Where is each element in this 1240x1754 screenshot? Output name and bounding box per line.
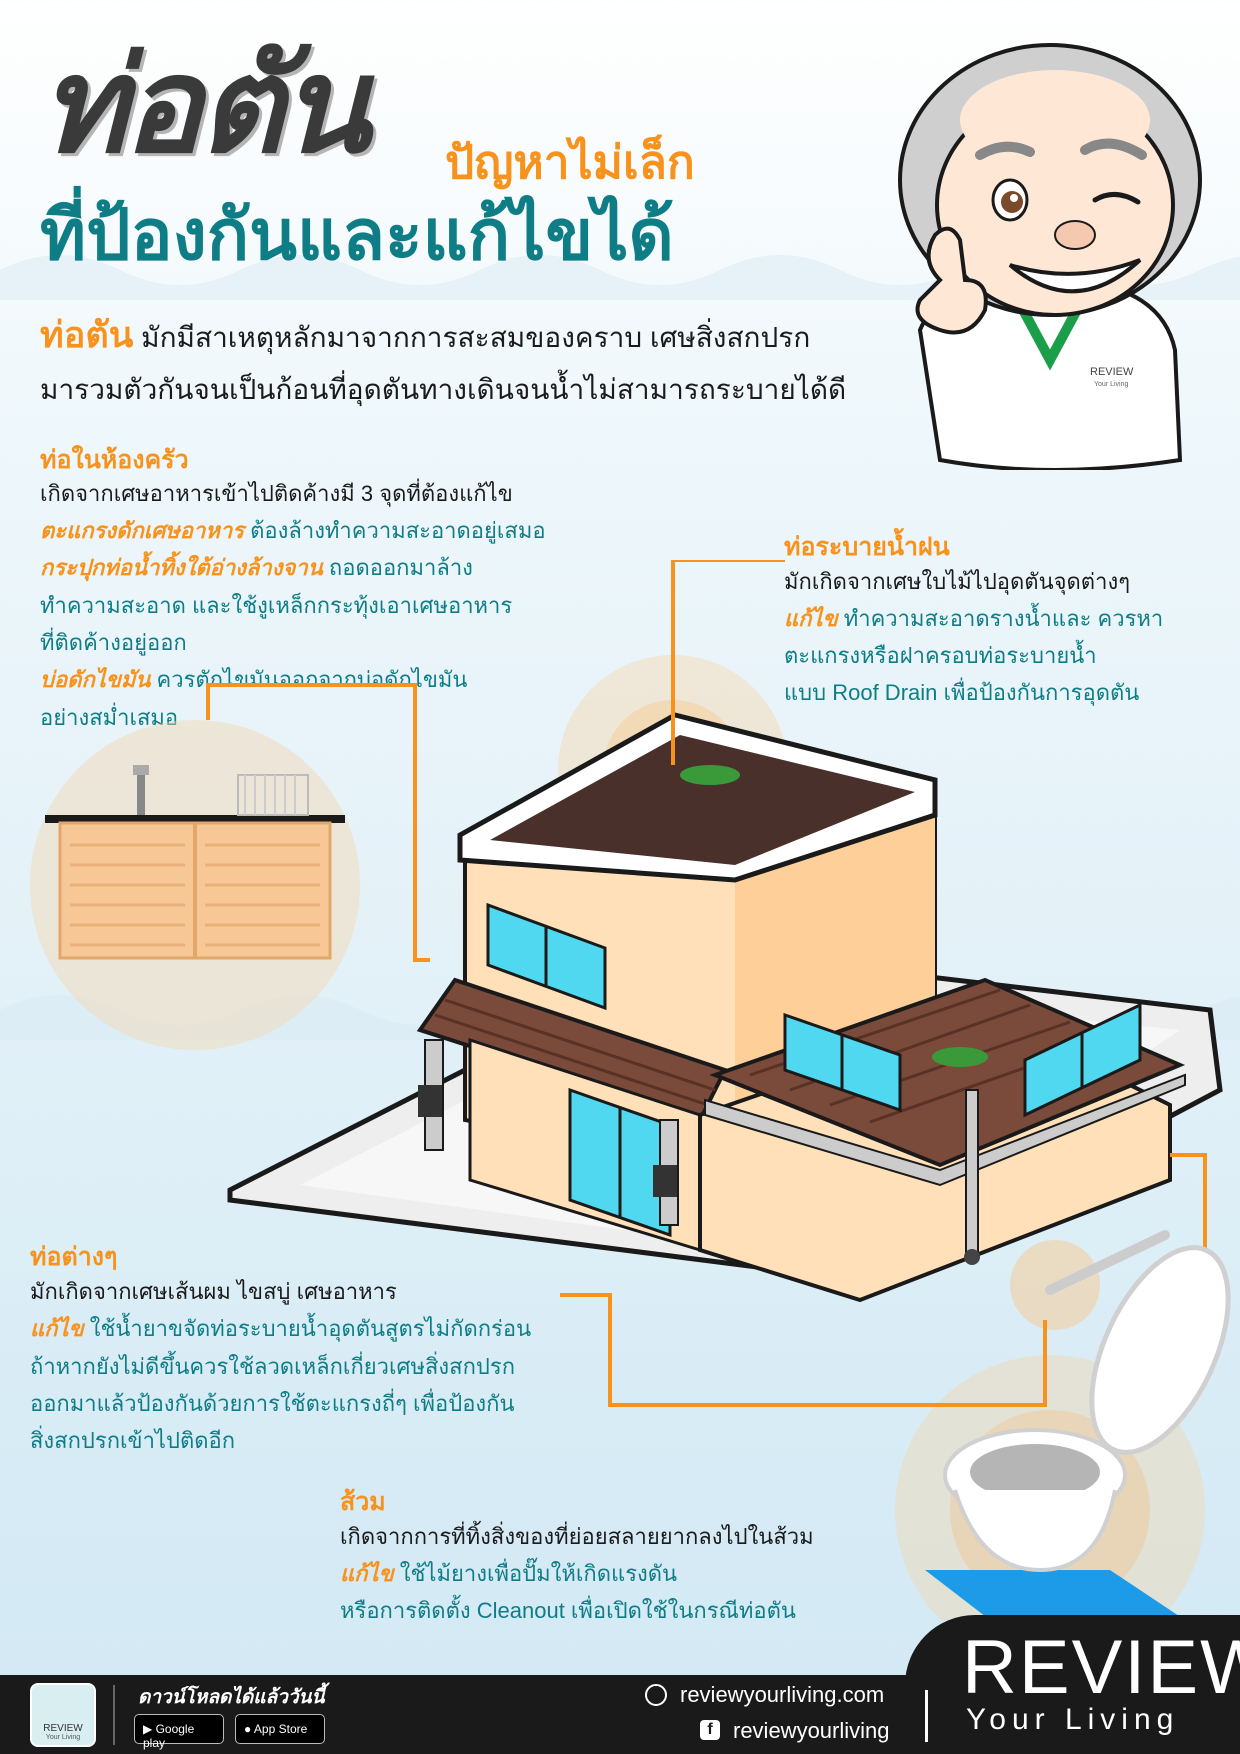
play-icon: ▶ <box>143 1722 156 1736</box>
misc-line-5: สิ่งสกปรกเข้าไปติดอีก <box>30 1428 236 1453</box>
globe-icon <box>645 1684 667 1706</box>
toilet-line-3: หรือการติดตั้ง Cleanout เพื่อเปิดใช้ในกร… <box>340 1598 796 1623</box>
kitchen-line-2: ตะแกรงดักเศษอาหาร ต้องล้างทำความสะอาดอยู… <box>40 518 546 543</box>
intro-highlight: ท่อตัน <box>40 314 134 355</box>
kitchen-connector <box>206 683 430 962</box>
page-title: ท่อตัน <box>40 32 370 179</box>
apple-icon: ● <box>244 1722 254 1736</box>
kitchen-line-4: ทำความสะอาด และใช้งูเหล็กกระทุ้งเอาเศษอา… <box>40 593 513 618</box>
misc-heading: ท่อต่างๆ <box>30 1243 118 1271</box>
app-icon[interactable]: REVIEW Your Living <box>30 1683 96 1747</box>
svg-text:Your Living: Your Living <box>1094 381 1128 388</box>
toilet-lid <box>1089 1245 1231 1455</box>
kitchen-line-5: ที่ติดค้างอยู่ออก <box>40 630 187 655</box>
toilet-line-2: แก้ไข ใช้ไม้ยางเพื่อปั๊มให้เกิดแรงดัน <box>340 1561 678 1586</box>
leaves-icon <box>680 765 740 785</box>
mascot-illustration: REVIEW Your Living <box>898 43 1202 470</box>
kitchen-counter <box>45 815 345 823</box>
rain-line-1: มักเกิดจากเศษใบไม้ไปอุดตันจุดต่างๆ <box>784 569 1131 594</box>
toilet-mat <box>925 1570 1185 1620</box>
brand-logo-sub: Your Living <box>966 1703 1180 1736</box>
house-roof-lower <box>709 977 1186 1168</box>
google-play-button[interactable]: ▶ Google play <box>134 1714 224 1750</box>
rain-line-2: แก้ไข ทำความสะอาดรางน้ำและ ควรหา <box>784 606 1164 631</box>
rain-heading: ท่อระบายน้ำฝน <box>784 533 950 561</box>
leaves-icon <box>932 1047 988 1067</box>
footer-divider <box>925 1690 928 1742</box>
brand-logo: REVIEW <box>962 1625 1240 1710</box>
footer-download-text: ดาวน์โหลดได้แล้ววันนี้ <box>138 1687 325 1708</box>
house-illustration <box>30 560 1231 1620</box>
downspout <box>965 1089 979 1256</box>
misc-line-4: ออกมาแล้วป้องกันด้วยการใช้ตะแกรงถี่ๆ เพื… <box>30 1391 515 1416</box>
kitchen-line-3: กระปุกท่อน้ำทิ้งใต้อ่างล้างจาน ถอดออกมาล… <box>40 555 473 580</box>
intro-line-1: ท่อตัน มักมีสาเหตุหลักมาจากการสะสมของครา… <box>40 314 811 355</box>
app-store-button[interactable]: ● App Store <box>235 1714 325 1744</box>
toilet-line-1: เกิดจากการที่ทิ้งสิ่งของที่ย่อยสลายยากลง… <box>340 1524 814 1549</box>
facebook-icon: f <box>700 1720 720 1740</box>
title-subtitle-1: ปัญหาไม่เล็ก <box>445 136 695 188</box>
misc-connector <box>560 1293 1047 1407</box>
footer-facebook-link[interactable]: reviewyourliving <box>733 1718 890 1743</box>
footer-website-link[interactable]: reviewyourliving.com <box>680 1682 885 1707</box>
title-subtitle-2: ที่ป้องกันและแก้ไขได้ <box>40 196 674 274</box>
kitchen-heading: ท่อในห้องครัว <box>40 446 189 474</box>
toilet-heading: ส้วม <box>340 1488 386 1516</box>
rain-line-4: แบบ Roof Drain เพื่อป้องกันการอุดตัน <box>784 680 1140 705</box>
footer-divider <box>113 1685 115 1745</box>
kitchen-line-7: อย่างสม่ำเสมอ <box>40 705 179 730</box>
misc-line-3: ถ้าหากยังไม่ดีขึ้นควรใช้ลวดเหล็กเกี่ยวเศ… <box>30 1354 516 1379</box>
misc-line-1: มักเกิดจากเศษเส้นผม ไขสบู่ เศษอาหาร <box>30 1279 397 1304</box>
rain-connector <box>671 560 785 765</box>
kitchen-line-1: เกิดจากเศษอาหารเข้าไปติดค้างมี 3 จุดที่ต… <box>40 481 513 506</box>
mascot-shirt-logo: REVIEW <box>1090 366 1134 378</box>
intro-line-2: มารวมตัวกันจนเป็นก้อนที่อุดตันทางเดินจนน… <box>40 374 847 405</box>
rain-line-3: ตะแกรงหรือฝาครอบท่อระบายน้ำ <box>784 643 1097 668</box>
misc-line-2: แก้ไข ใช้น้ำยาขจัดท่อระบายน้ำอุดตันสูตรไ… <box>30 1316 532 1341</box>
